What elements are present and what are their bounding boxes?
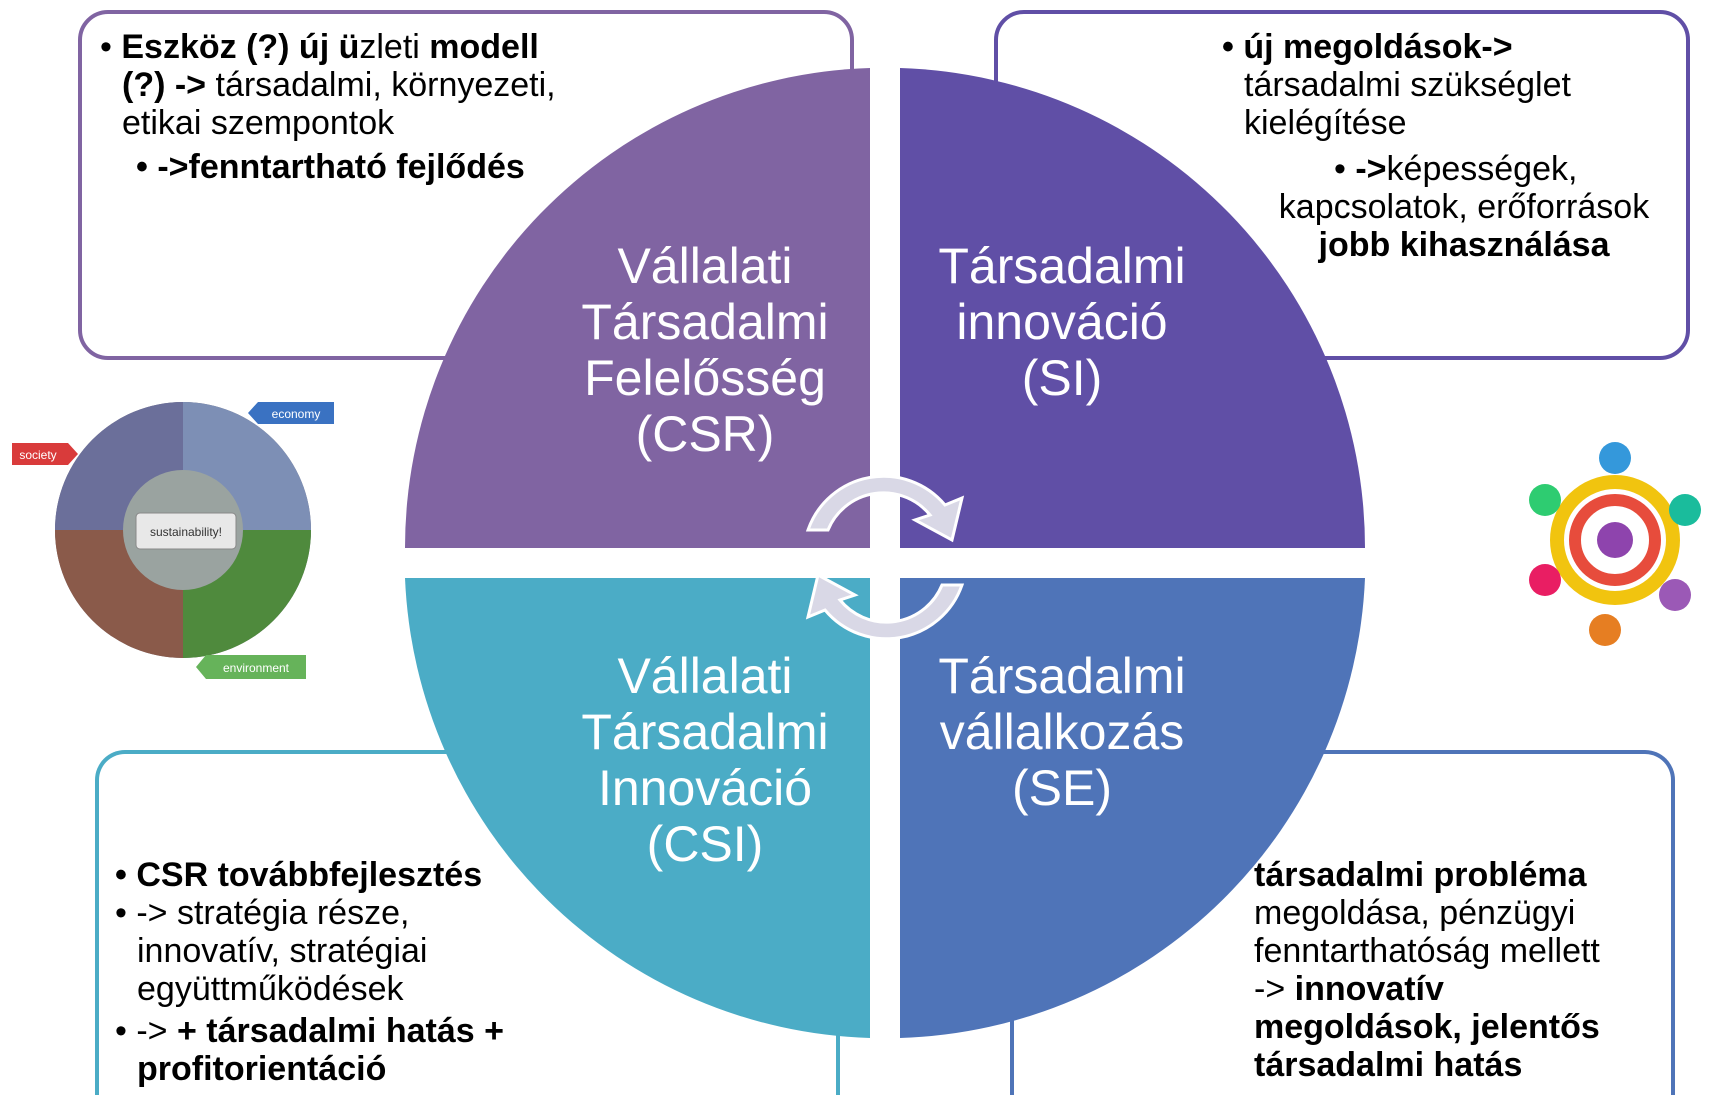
csr-label-line-4: (CSR): [635, 406, 775, 462]
se-text-social-impact: társadalmi hatás: [1254, 1046, 1523, 1084]
environment-tag: [206, 655, 306, 679]
se-description-text: társadalmi probléma megoldása, pénzügyi …: [1254, 856, 1600, 1084]
si-description-text: • új megoldások-> társadalmi szükséglet …: [1222, 28, 1571, 142]
environment-label: environment: [223, 661, 290, 675]
csi-text-cooperation: együttműködések: [137, 970, 404, 1008]
se-text-solution: megoldása, pénzügyi: [1254, 894, 1576, 932]
si-label-line-2: innováció: [956, 294, 1168, 350]
economy-label: economy: [272, 407, 321, 421]
quadrant-csr: [404, 68, 870, 548]
csr-text-ethical: etikai szempontok: [122, 104, 395, 142]
csr-text-sustainable: ->fenntartható fejlődés: [157, 148, 525, 186]
csr-text-question: (?) ->: [122, 66, 207, 104]
csi-description-text: • CSR továbbfejlesztés • -> stratégia ré…: [115, 856, 504, 1088]
si-text-social-need: társadalmi szükséglet: [1244, 66, 1571, 104]
csi-label-line-3: Innováció: [597, 760, 813, 816]
si-label-line-3: (SI): [1021, 350, 1103, 406]
si-text-arrow: ->: [1355, 150, 1387, 188]
csi-text-profit: profitorientáció: [137, 1050, 387, 1088]
csi-text-impact: + társadalmi hatás +: [176, 1012, 504, 1050]
se-text-financial: fenntarthatóság mellett: [1254, 932, 1600, 970]
csr-text-aspects: társadalmi, környezeti,: [206, 66, 556, 104]
csi-text-innovative: innovatív, stratégiai: [137, 932, 428, 970]
si-description-text-2: • ->képességek, kapcsolatok, erőforrások…: [1254, 150, 1674, 264]
se-text-innovative: innovatív: [1294, 970, 1444, 1008]
si-text-better-use: jobb kihasználása: [1318, 226, 1610, 264]
quadrant-csi: [405, 578, 870, 1038]
society-tag: [12, 443, 68, 465]
csi-text-csr-dev: CSR továbbfejlesztés: [136, 856, 483, 894]
quadrant-si-label: Társadalmi innováció (SI): [912, 238, 1212, 406]
csr-text-model: modell: [429, 28, 539, 66]
society-label: society: [19, 448, 56, 462]
economy-tag: [258, 402, 334, 424]
quadrant-csi-label: Vállalati Társadalmi Innováció (CSI): [555, 648, 855, 872]
csr-text-tool: Eszköz (?) új ü: [121, 28, 360, 66]
sustainability-center-box: [135, 512, 237, 550]
csr-label-line-3: Felelősség: [584, 350, 826, 406]
se-text-arrow: ->: [1254, 970, 1295, 1008]
quadrant-si: [900, 68, 1366, 548]
sustainability-cycle-image: sustainability! society economy environm…: [8, 385, 338, 690]
csi-label-line-1: Vállalati: [617, 648, 793, 704]
quadrant-se-label: Társadalmi vállalkozás (SE): [912, 648, 1212, 816]
csi-text-strategy: -> stratégia része,: [136, 894, 410, 932]
csr-label-line-1: Vállalati: [617, 238, 793, 294]
quadrant-se: [900, 578, 1365, 1038]
csr-text-business: zleti: [359, 28, 430, 66]
se-label-line-2: vállalkozás: [939, 704, 1185, 760]
csi-label-line-2: Társadalmi: [581, 704, 829, 760]
csi-text-arrow: ->: [136, 1012, 177, 1050]
people-circle-image: [1515, 430, 1715, 650]
cycle-arrows-icon: [805, 474, 965, 641]
si-text-capabilities: képességek,: [1386, 150, 1578, 188]
se-label-line-1: Társadalmi: [938, 648, 1186, 704]
se-text-problem: társadalmi probléma: [1254, 856, 1587, 894]
si-text-resources: kapcsolatok, erőforrások: [1278, 188, 1650, 226]
se-text-significant: megoldások, jelentős: [1254, 1008, 1600, 1046]
si-text-new-solutions: új megoldások->: [1243, 28, 1513, 66]
csr-label-line-2: Társadalmi: [581, 294, 829, 350]
si-text-satisfaction: kielégítése: [1244, 104, 1407, 142]
sustainability-center-label: sustainability!: [150, 525, 222, 539]
csr-description-text: • Eszköz (?) új üzleti modell (?) -> tár…: [100, 28, 556, 186]
si-label-line-1: Társadalmi: [938, 238, 1186, 294]
se-label-line-3: (SE): [1012, 760, 1112, 816]
quadrant-csr-label: Vállalati Társadalmi Felelősség (CSR): [555, 238, 855, 462]
csi-label-line-4: (CSI): [646, 816, 764, 872]
